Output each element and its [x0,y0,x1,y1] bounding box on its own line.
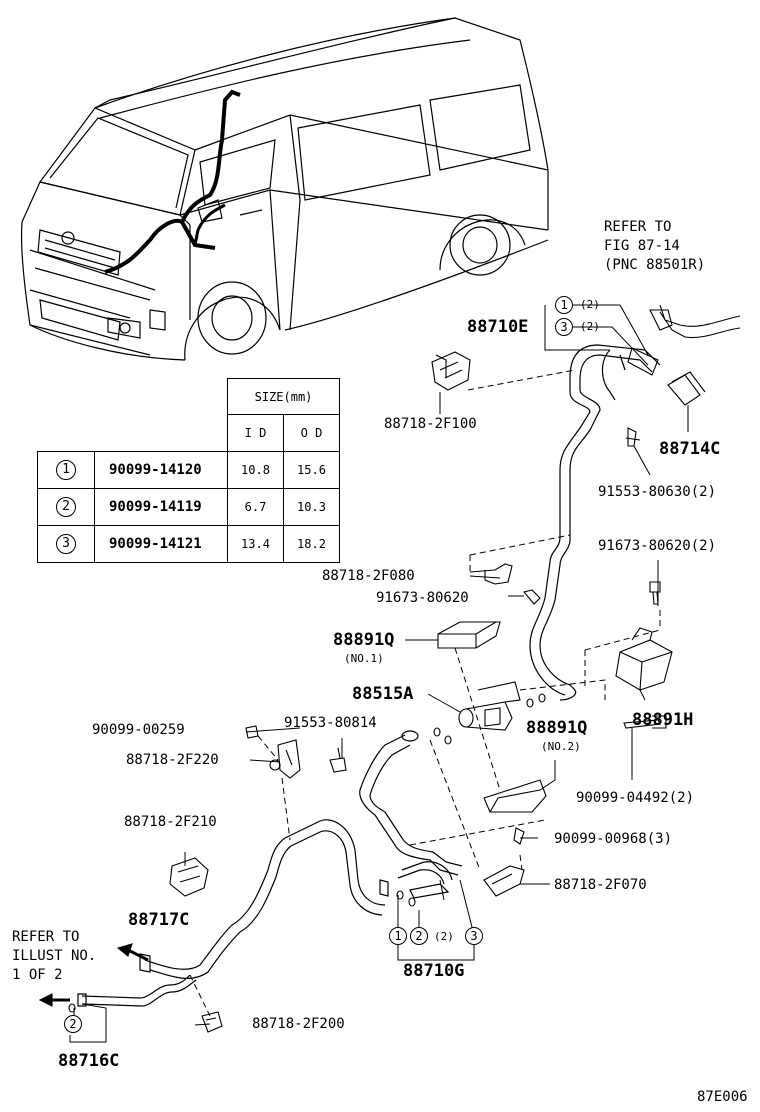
bolt-90099-00968 [513,827,525,845]
fitting-88714C [627,347,706,406]
row-id: 13.4 [227,525,284,563]
pipe-88716C [77,974,197,1007]
label-91553-80814: 91553-80814 [284,715,377,731]
hose-size-table: SIZE(mm) I D O D 1 90099-14120 10.8 15.6… [37,378,340,563]
row-number: 1 [56,460,76,480]
refer-top-line1: REFER TO [604,219,672,235]
callout-1-top: 1 [555,296,573,314]
refer-left-line3: 1 OF 2 [12,967,63,983]
clamp-88718-2F070 [483,865,525,897]
label-91673-80620: 91673-80620 [376,590,469,606]
van-illustration [20,17,549,361]
label-88716C: 88716C [58,1051,120,1071]
label-88714C: 88714C [659,439,721,459]
insulator-88891Q-no2 [483,779,547,813]
clamp-88718-2F200 [201,1011,223,1033]
row-od: 18.2 [283,525,340,563]
row-id: 10.8 [227,451,284,489]
label-88718-2F200: 88718-2F200 [252,1016,345,1032]
figure-code: 87E006 [697,1089,748,1105]
o-rings [68,693,546,1013]
row-od: 10.3 [283,488,340,526]
label-88515A: 88515A [352,684,414,704]
label-88718-2F070: 88718-2F070 [554,877,647,893]
label-88718-2F210: 88718-2F210 [124,814,217,830]
pipe-88710E [529,344,661,701]
row-part: 90099-14119 [94,488,228,526]
callout-qty-top2: (2) [580,320,600,333]
label-88891Q-no2: 88891Q [526,718,588,738]
callout-1-bottom: 1 [389,927,407,945]
refer-top-line3: (PNC 88501R) [604,257,706,273]
table-row: 2 90099-14119 6.7 10.3 [37,488,340,526]
size-header: SIZE(mm) [227,378,340,415]
col-id: I D [227,414,284,452]
label-91553-80630: 91553-80630(2) [598,484,717,500]
phantom-lines [189,369,661,1017]
clamp-88718-2F210 [169,857,209,897]
clamp-88718-2F220 [269,739,301,779]
label-90099-00968: 90099-00968(3) [554,831,673,847]
refer-top-line2: FIG 87-14 [604,238,680,254]
pipe-88501R [649,304,741,339]
refer-left-line2: ILLUST NO. [12,948,97,964]
callout-qty-bottom: (2) [434,930,454,943]
row-id: 6.7 [227,488,284,526]
clamp-88718-2F100 [431,351,471,391]
row-number: 2 [56,497,76,517]
pipe-88710G [359,730,463,899]
label-90099-00259: 90099-00259 [92,722,185,738]
leader-lines [69,304,689,1043]
direction-arrows [38,943,149,1007]
bolt-90099-04492 [623,715,667,729]
row-od: 15.6 [283,451,340,489]
row-number: 3 [56,534,76,554]
label-88710G: 88710G [403,961,465,981]
bolt-91673-80620 [523,589,541,605]
refer-left-line1: REFER TO [12,929,80,945]
label-88891H: 88891H [632,710,694,730]
callout-2-left: 2 [64,1015,82,1033]
bracket-88718-2F080 [469,563,513,585]
label-no2: (NO.2) [541,740,581,753]
label-88718-2F220: 88718-2F220 [126,752,219,768]
pipe-88717C [139,819,389,979]
insulator-88891Q-no1 [437,621,501,649]
label-88717C: 88717C [128,910,190,930]
label-90099-04492: 90099-04492(2) [576,790,695,806]
table-row: 1 90099-14120 10.8 15.6 [37,451,340,489]
label-91673-80620-2: 91673-80620(2) [598,538,717,554]
bolt-91553-80630 [625,427,641,447]
row-part: 90099-14121 [94,525,228,563]
receiver-88515A [458,681,521,731]
label-88718-2F100: 88718-2F100 [384,416,477,432]
label-no1: (NO.1) [344,652,384,665]
label-88891Q-no1: 88891Q [333,630,395,650]
callout-qty-top1: (2) [580,298,600,311]
callout-2-bottom: 2 [410,927,428,945]
bolt-91553-80814 [329,747,347,773]
callout-3-top: 3 [555,318,573,336]
row-part: 90099-14120 [94,451,228,489]
col-od: O D [283,414,340,452]
callout-3-bottom: 3 [465,927,483,945]
bracket-88891H [615,627,673,691]
label-88718-2F080: 88718-2F080 [322,568,415,584]
label-88710E: 88710E [467,317,529,337]
table-row: 3 90099-14121 13.4 18.2 [37,525,340,563]
